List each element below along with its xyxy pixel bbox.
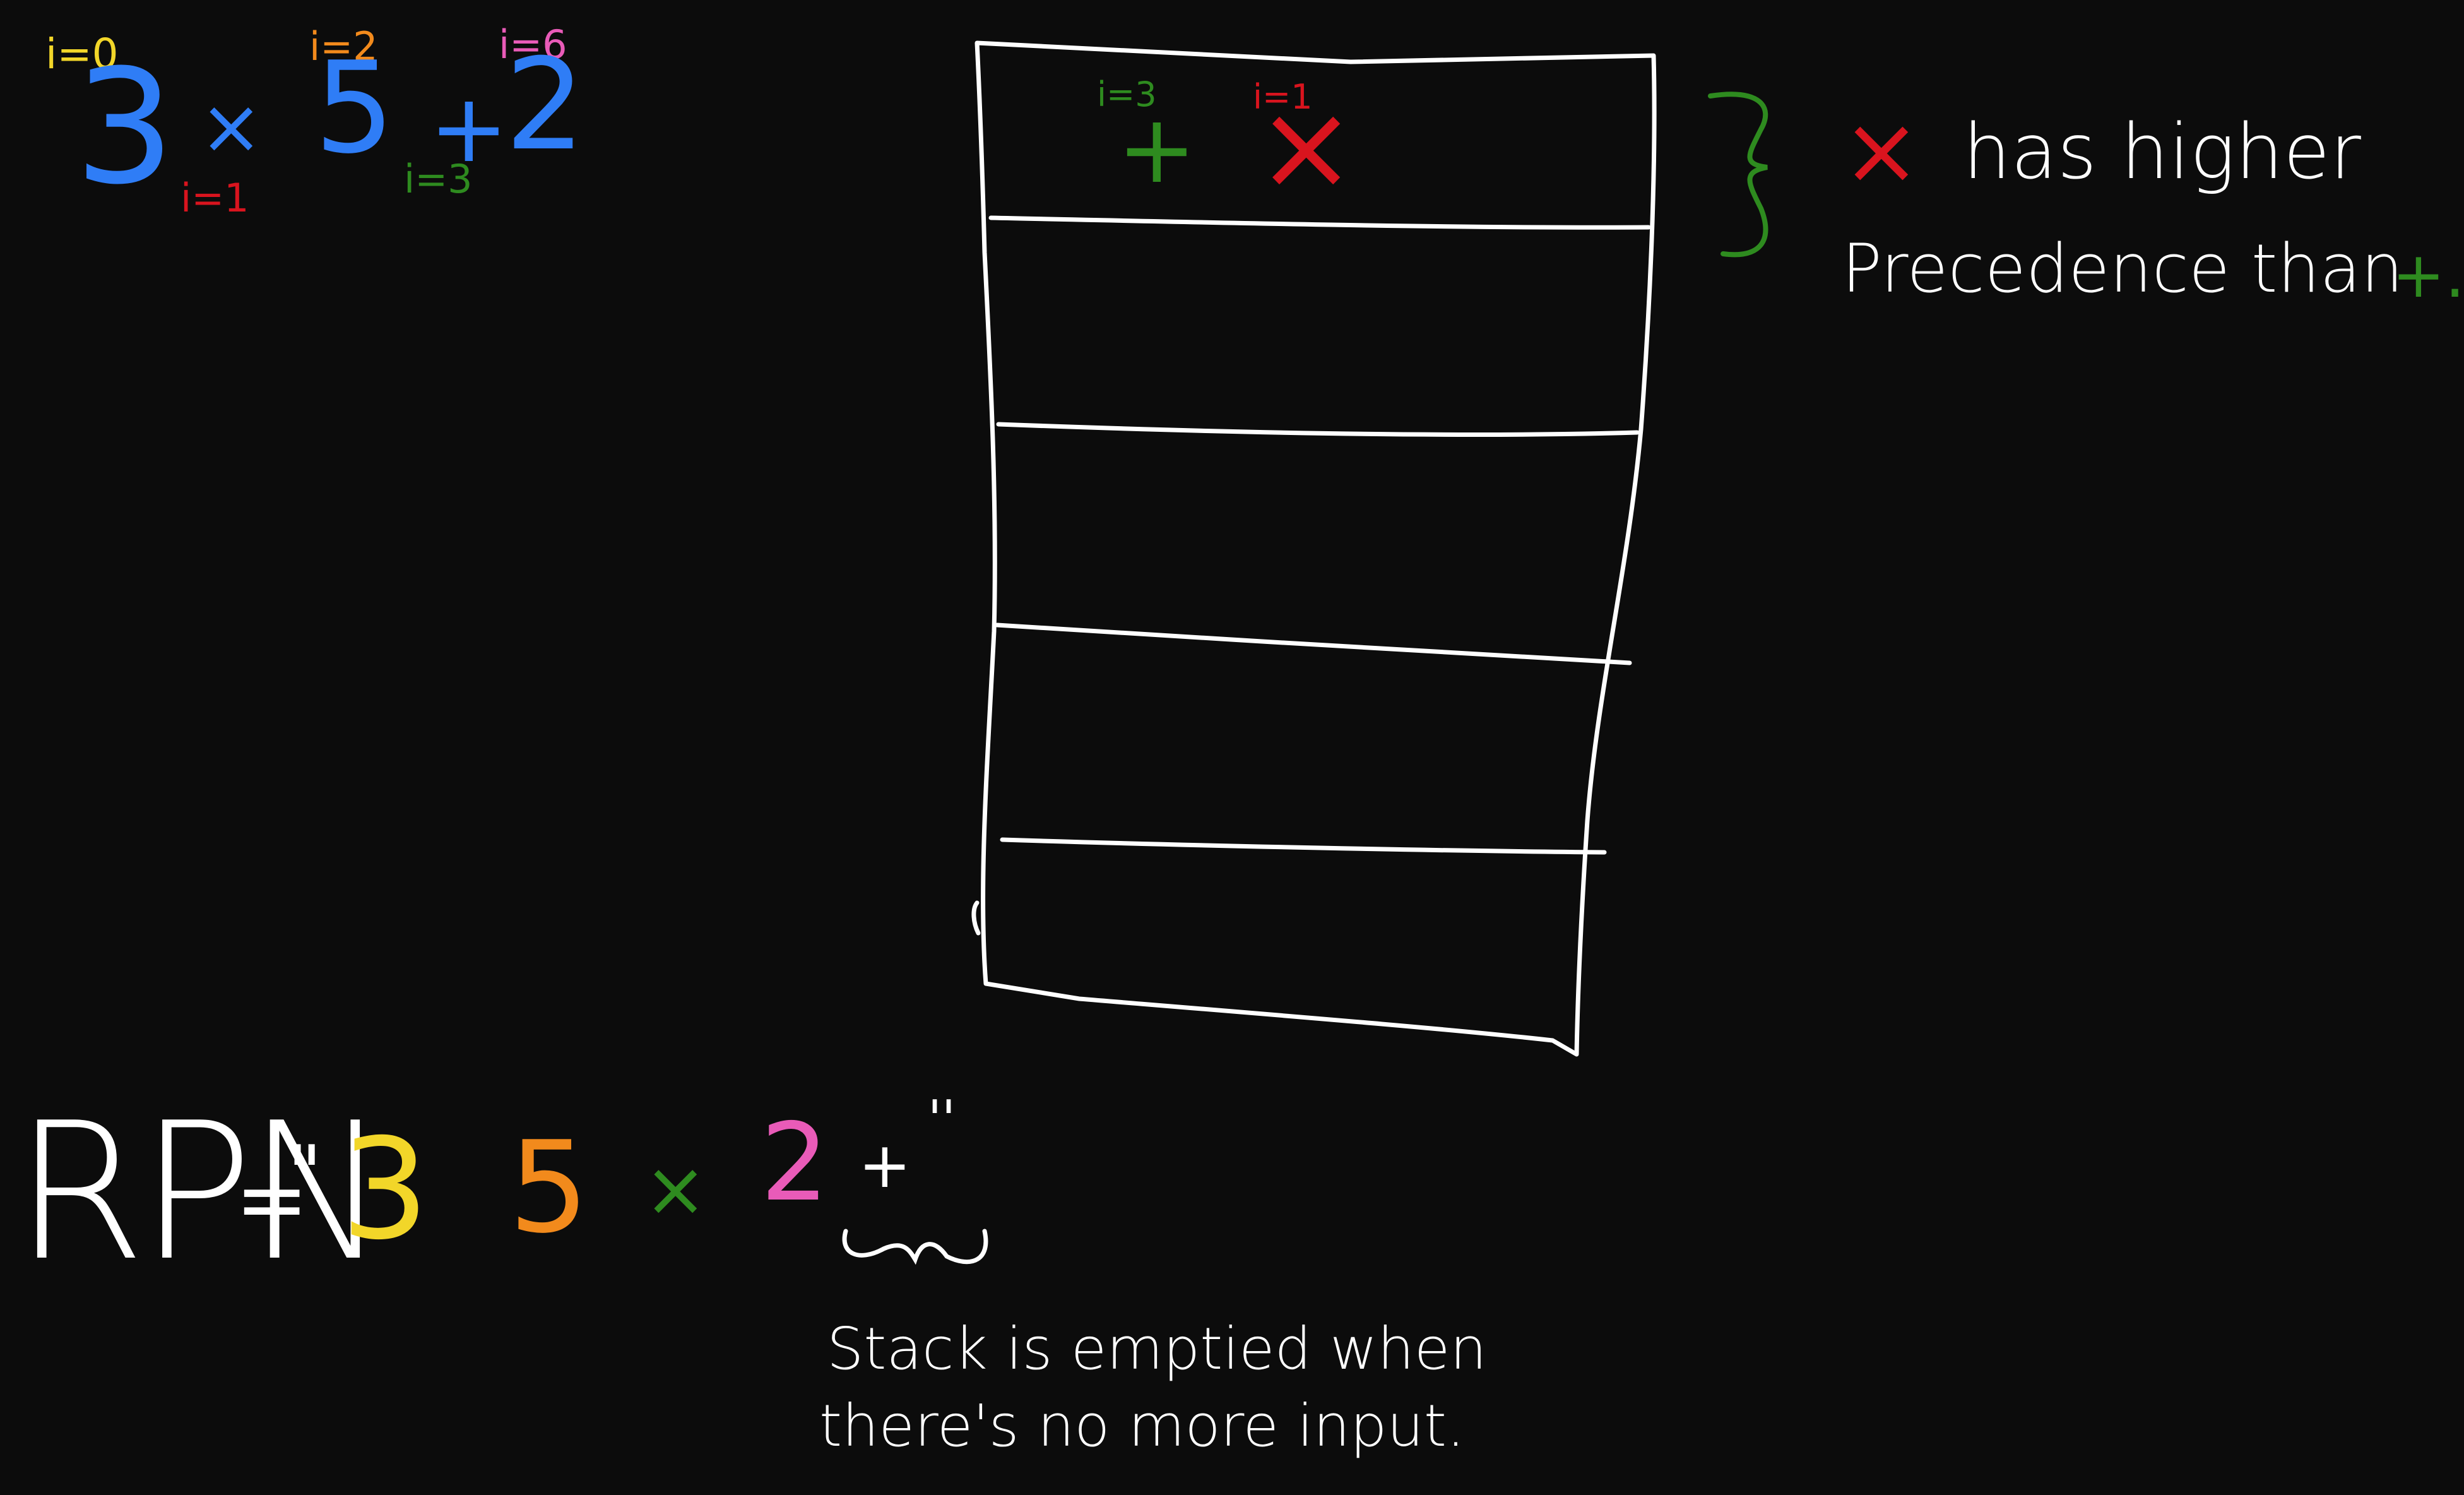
footnote-line-1: Stack is emptied when [827,1315,1487,1383]
stack-outline-notch [971,900,981,936]
stack-times-index-label: i=1 [1253,77,1313,117]
infix-expression: i=0 3 × i=1 i=2 5 + i=3 i=6 2 [45,21,585,221]
curly-brace-icon [1708,92,1768,258]
expression-number-3: 3 [74,35,175,219]
stack-times-operator: × [1256,77,1356,217]
expression-number-2: 2 [505,32,585,179]
note-line-2: Precedence than [1842,230,2403,307]
note-line-1: has higher [1963,109,2362,196]
index-label-i0: i=0 [45,30,119,78]
stack-divider-2 [996,422,1640,437]
rpn-value-5: 5 [509,1114,589,1261]
stack-divider-3 [995,622,1632,665]
rpn-value-2: 2 [761,1100,829,1225]
expression-operator-times: × [199,83,263,171]
rpn-equals: = [235,1148,309,1251]
rpn-open-quote: " [287,1130,322,1218]
index-label-i3: i=3 [404,156,473,202]
stack-divider-4 [1000,837,1607,855]
index-label-i6: i=6 [499,21,567,68]
stack-box [971,40,1657,1057]
precedence-note: × has higher Precedence than +. [1708,92,2464,312]
stack-outline [974,40,1657,1057]
stack-plus-operator: + [1117,95,1197,205]
note-times-symbol: × [1842,96,1921,206]
stack-top-slot: i=3 + i=1 × [1097,74,1356,217]
rpn-value-plus: + [858,1128,911,1202]
expression-operator-plus: + [429,74,509,184]
index-label-i2: i=2 [309,23,378,69]
underbrace-icon [842,1229,988,1265]
stack-plus-index-label: i=3 [1097,74,1157,114]
rpn-label: RPN [14,1082,382,1302]
rpn-value-3: 3 [341,1109,429,1270]
rpn-close-quote: '' [928,1090,956,1148]
expression-number-5: 5 [314,35,394,182]
footnote-line-2: there's no more input. [819,1392,1465,1460]
rpn-value-times: × [644,1146,708,1234]
rpn-output: RPN = " 3 5 × 2 + '' [14,1082,988,1302]
index-label-i1: i=1 [181,175,249,221]
stack-divider-1 [988,215,1651,230]
note-plus-symbol: +. [2392,238,2464,312]
stack-emptied-note: Stack is emptied when there's no more in… [819,1315,1487,1460]
